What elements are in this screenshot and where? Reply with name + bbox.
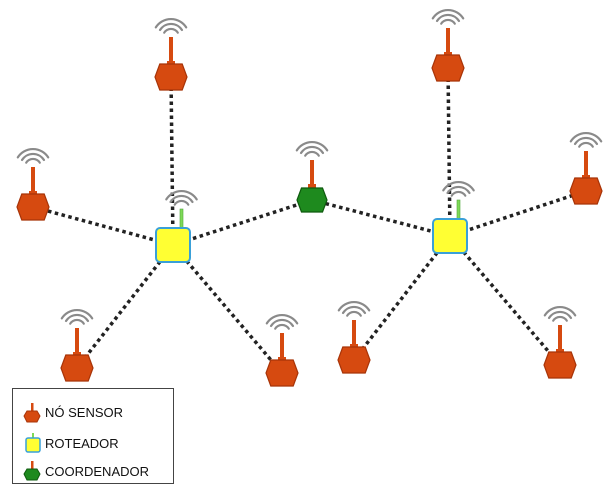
network-link bbox=[171, 243, 284, 375]
sensor-node bbox=[431, 9, 465, 82]
network-link bbox=[352, 234, 452, 362]
network-link bbox=[32, 205, 174, 247]
network-link bbox=[448, 234, 562, 367]
sensor-node bbox=[265, 314, 299, 387]
network-nodes bbox=[16, 9, 603, 387]
legend-label-router: ROTEADOR bbox=[45, 435, 119, 451]
router-node bbox=[432, 181, 475, 254]
coordinator-node bbox=[295, 141, 329, 213]
legend-label-coordinator: COORDENADOR bbox=[45, 463, 150, 479]
legend-item-sensor: NÓ SENSOR bbox=[13, 401, 123, 423]
router-node bbox=[155, 190, 198, 263]
network-link bbox=[449, 189, 587, 238]
network-link bbox=[169, 76, 175, 246]
legend: NÓ SENSOR ROTEADOR COORDENADOR bbox=[12, 388, 174, 484]
legend-item-router: ROTEADOR bbox=[13, 432, 119, 454]
sensor-node bbox=[16, 148, 50, 221]
legend-label-sensor: NÓ SENSOR bbox=[45, 404, 124, 420]
network-link bbox=[446, 67, 452, 237]
sensor-node bbox=[337, 301, 371, 374]
sensor-node bbox=[543, 306, 577, 379]
network-link bbox=[75, 243, 175, 370]
network-links bbox=[32, 67, 587, 375]
network-link bbox=[311, 198, 451, 238]
legend-item-coordinator: COORDENADOR bbox=[13, 460, 149, 482]
sensor-node bbox=[569, 132, 603, 205]
sensor-node bbox=[154, 18, 188, 91]
coordinator-node-icon bbox=[13, 460, 43, 482]
sensor-node bbox=[60, 309, 94, 382]
sensor-node-icon bbox=[13, 401, 43, 423]
router-node-icon bbox=[13, 432, 43, 454]
network-link bbox=[172, 198, 313, 247]
